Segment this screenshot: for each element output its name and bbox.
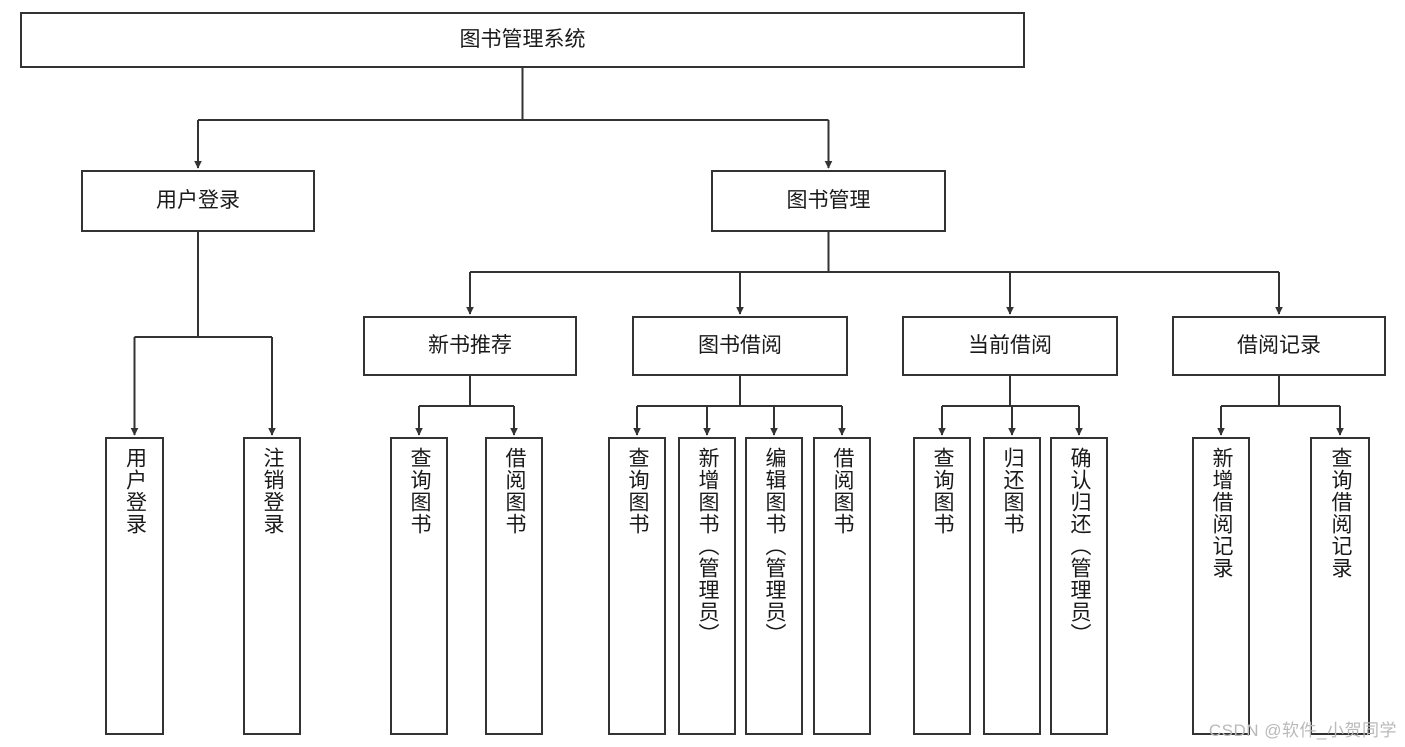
- node-leaf-borrow-add[interactable]: 新增图书（管理员）: [678, 437, 736, 735]
- node-label: 新书推荐: [428, 333, 512, 357]
- node-label: 用户登录: [123, 447, 147, 535]
- node-label: 用户登录: [156, 188, 240, 212]
- node-label: 编辑图书（管理员）: [763, 447, 787, 645]
- node-l3-current[interactable]: 当前借阅: [902, 316, 1118, 376]
- node-label: 查询图书: [626, 447, 650, 535]
- node-leaf-record-add[interactable]: 新增借阅记录: [1192, 437, 1250, 735]
- edge-paths: [130, 68, 1344, 436]
- node-label: 归还图书: [1001, 447, 1025, 535]
- node-leaf-current-return[interactable]: 归还图书: [983, 437, 1041, 735]
- node-label: 查询图书: [408, 447, 432, 535]
- node-leaf-borrow-edit[interactable]: 编辑图书（管理员）: [745, 437, 803, 735]
- node-label: 新增借阅记录: [1210, 447, 1234, 579]
- node-leaf-borrow-lend[interactable]: 借阅图书: [813, 437, 871, 735]
- node-root[interactable]: 图书管理系统: [20, 12, 1025, 68]
- node-label: 图书管理: [786, 188, 871, 212]
- watermark-text: CSDN @软件_小贺同学: [1208, 721, 1397, 740]
- node-l3-record[interactable]: 借阅记录: [1172, 316, 1386, 376]
- node-l3-new[interactable]: 新书推荐: [363, 316, 577, 376]
- node-label: 当前借阅: [968, 333, 1052, 357]
- node-l2-user[interactable]: 用户登录: [81, 170, 315, 232]
- node-l2-book[interactable]: 图书管理: [711, 170, 946, 232]
- node-leaf-current-confirm[interactable]: 确认归还（管理员）: [1050, 437, 1108, 735]
- node-leaf-new-query[interactable]: 查询图书: [390, 437, 448, 735]
- node-label: 借阅图书: [503, 447, 527, 535]
- node-leaf-borrow-query[interactable]: 查询图书: [608, 437, 666, 735]
- node-label: 图书管理系统: [459, 27, 586, 51]
- node-label: 新增图书（管理员）: [696, 447, 720, 645]
- node-label: 借阅图书: [831, 447, 855, 535]
- node-l3-borrow[interactable]: 图书借阅: [632, 316, 848, 376]
- node-label: 确认归还（管理员）: [1068, 447, 1092, 645]
- node-label: 查询图书: [931, 447, 955, 535]
- node-label: 借阅记录: [1237, 333, 1321, 357]
- node-leaf-new-borrow[interactable]: 借阅图书: [485, 437, 543, 735]
- node-leaf-current-query[interactable]: 查询图书: [913, 437, 971, 735]
- node-leaf-record-query[interactable]: 查询借阅记录: [1310, 437, 1370, 735]
- node-label: 图书借阅: [698, 333, 782, 357]
- node-leaf-user-logout[interactable]: 注销登录: [243, 437, 301, 735]
- node-leaf-user-login[interactable]: 用户登录: [105, 437, 164, 735]
- node-label: 注销登录: [261, 447, 285, 535]
- node-label: 查询借阅记录: [1329, 447, 1353, 579]
